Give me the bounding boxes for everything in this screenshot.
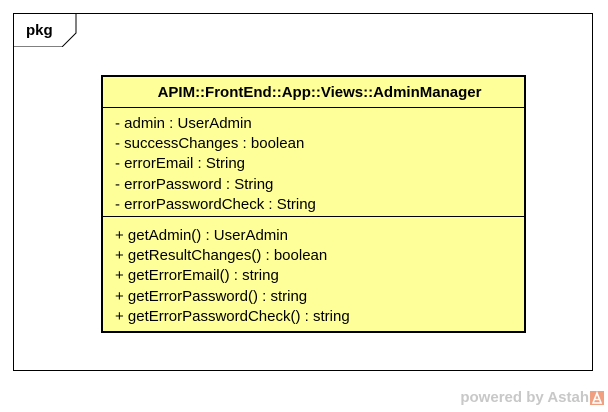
operation-item: + getAdmin() : UserAdmin [115, 227, 288, 244]
operations-compartment: + getAdmin() : UserAdmin + getResultChan… [115, 226, 350, 327]
package-label: pkg [26, 22, 53, 39]
attribute-item: - errorPasswordCheck : String [115, 195, 316, 213]
class-divider-attributes [103, 107, 524, 108]
attribute-item: - admin : UserAdmin [115, 115, 252, 132]
attributes-compartment: - admin : UserAdmin - successChanges : b… [115, 114, 316, 215]
astah-logo-icon [590, 390, 604, 405]
watermark-text: powered by Astah [460, 389, 589, 406]
operation-item: + getErrorEmail() : string [115, 267, 279, 285]
uml-class[interactable]: APIM::FrontEnd::App::Views::AdminManager… [101, 75, 526, 333]
class-name: APIM::FrontEnd::App::Views::AdminManager [157, 84, 482, 101]
operation-item: + getResultChanges() : boolean [115, 247, 328, 265]
class-divider-operations [103, 216, 524, 217]
attribute-item: - errorPassword : String [115, 175, 274, 193]
package-tab [13, 13, 79, 47]
package-frame [13, 13, 593, 371]
operation-item: + getErrorPasswordCheck() : string [115, 307, 350, 325]
attribute-item: - successChanges : boolean [115, 135, 305, 153]
attribute-item: - errorEmail : String [115, 155, 246, 173]
astah-watermark: powered by Astah [460, 389, 604, 406]
operation-item: + getErrorPassword() : string [115, 287, 308, 305]
